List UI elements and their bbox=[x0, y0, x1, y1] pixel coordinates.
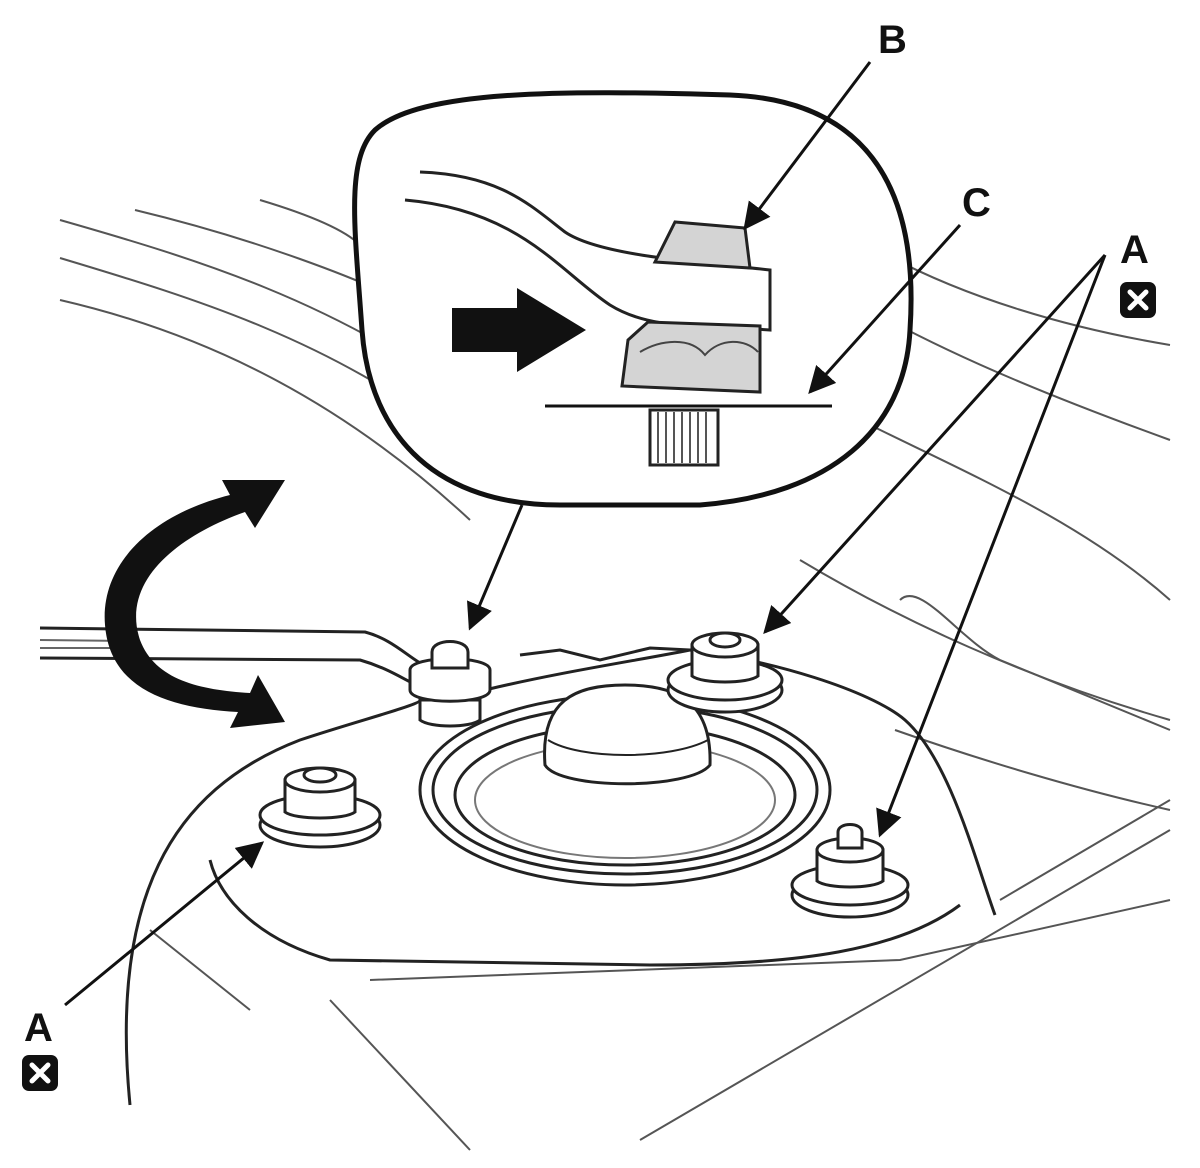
box-wrench bbox=[39, 626, 492, 728]
leader-b bbox=[743, 61, 872, 231]
flange-nut-bottom-right bbox=[790, 823, 910, 919]
right-arrow-icon bbox=[452, 288, 586, 372]
flange-nut-left bbox=[258, 766, 382, 849]
inset-wrench-and-nut bbox=[404, 170, 832, 467]
leader-a-left bbox=[64, 841, 265, 1007]
strut-tower-outline bbox=[124, 646, 997, 1106]
flange-nut-top-right bbox=[666, 631, 784, 714]
leader-a-right-2 bbox=[876, 254, 1107, 838]
x-square-icon bbox=[1120, 282, 1156, 318]
leader-c bbox=[808, 223, 962, 395]
callout-b: B bbox=[878, 18, 907, 62]
callout-a-right: A bbox=[1120, 228, 1149, 272]
leader-lines bbox=[64, 61, 1107, 1007]
callout-a-left: A bbox=[24, 1006, 53, 1050]
curved-double-arrow-icon bbox=[104, 480, 285, 728]
x-square-icon bbox=[22, 1055, 58, 1091]
callout-c: C bbox=[962, 181, 991, 225]
leader-a-right-1 bbox=[763, 253, 1107, 635]
